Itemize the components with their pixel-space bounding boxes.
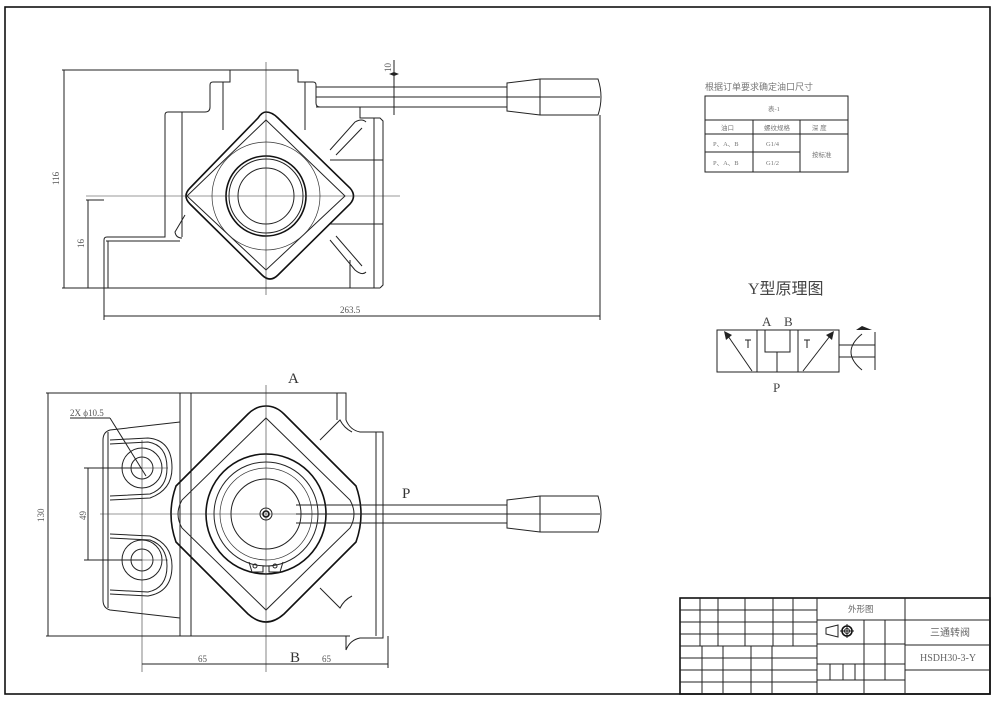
schematic-port-b: B — [784, 314, 793, 329]
port-table-row2-thread: G1/2 — [766, 160, 779, 167]
port-table-row1-port: P、A、B — [713, 141, 739, 148]
dim-height-total: 116 — [51, 171, 61, 185]
dim-top-height-total: 130 — [36, 508, 46, 522]
y-schematic — [716, 326, 876, 373]
port-label-p: P — [402, 486, 410, 502]
port-table-row1-thread: G1/4 — [766, 141, 780, 148]
schematic-port-a: A — [762, 314, 772, 329]
port-table-caption: 根据订单要求确定油口尺寸 — [705, 81, 813, 92]
port-table-title: 表-1 — [768, 104, 780, 113]
port-table-header-port: 油口 — [721, 123, 734, 132]
title-block-part-number: HSDH30-3-Y — [920, 653, 976, 664]
title-block-view-name: 外形图 — [848, 604, 874, 614]
schematic-title: Y型原理图 — [748, 280, 824, 298]
front-view — [62, 60, 602, 320]
schematic-port-p: P — [773, 380, 780, 395]
first-angle-projection-icon — [825, 624, 854, 638]
title-block-part-name: 三通转阀 — [930, 626, 970, 639]
port-table — [704, 95, 849, 173]
port-label-a: A — [288, 371, 299, 387]
dim-hole-spacing: 49 — [78, 511, 88, 521]
port-label-b: B — [290, 650, 300, 666]
title-block — [679, 597, 991, 695]
dim-half-width-right: 65 — [322, 654, 332, 664]
top-view — [46, 385, 602, 672]
port-table-depth-merged: 按标准 — [812, 150, 832, 159]
dim-half-width-left: 65 — [198, 654, 208, 664]
hole-callout: 2X ϕ10.5 — [70, 408, 104, 418]
port-table-header-thread: 螺纹规格 — [764, 123, 791, 132]
dim-overall-length: 263.5 — [340, 305, 361, 315]
dim-base-height: 16 — [76, 239, 86, 249]
port-table-row2-port: P、A、B — [713, 160, 739, 167]
port-table-header-depth: 深 度 — [812, 123, 827, 132]
sheet-border — [4, 6, 991, 695]
dim-handle-diameter: 10 — [383, 63, 393, 73]
